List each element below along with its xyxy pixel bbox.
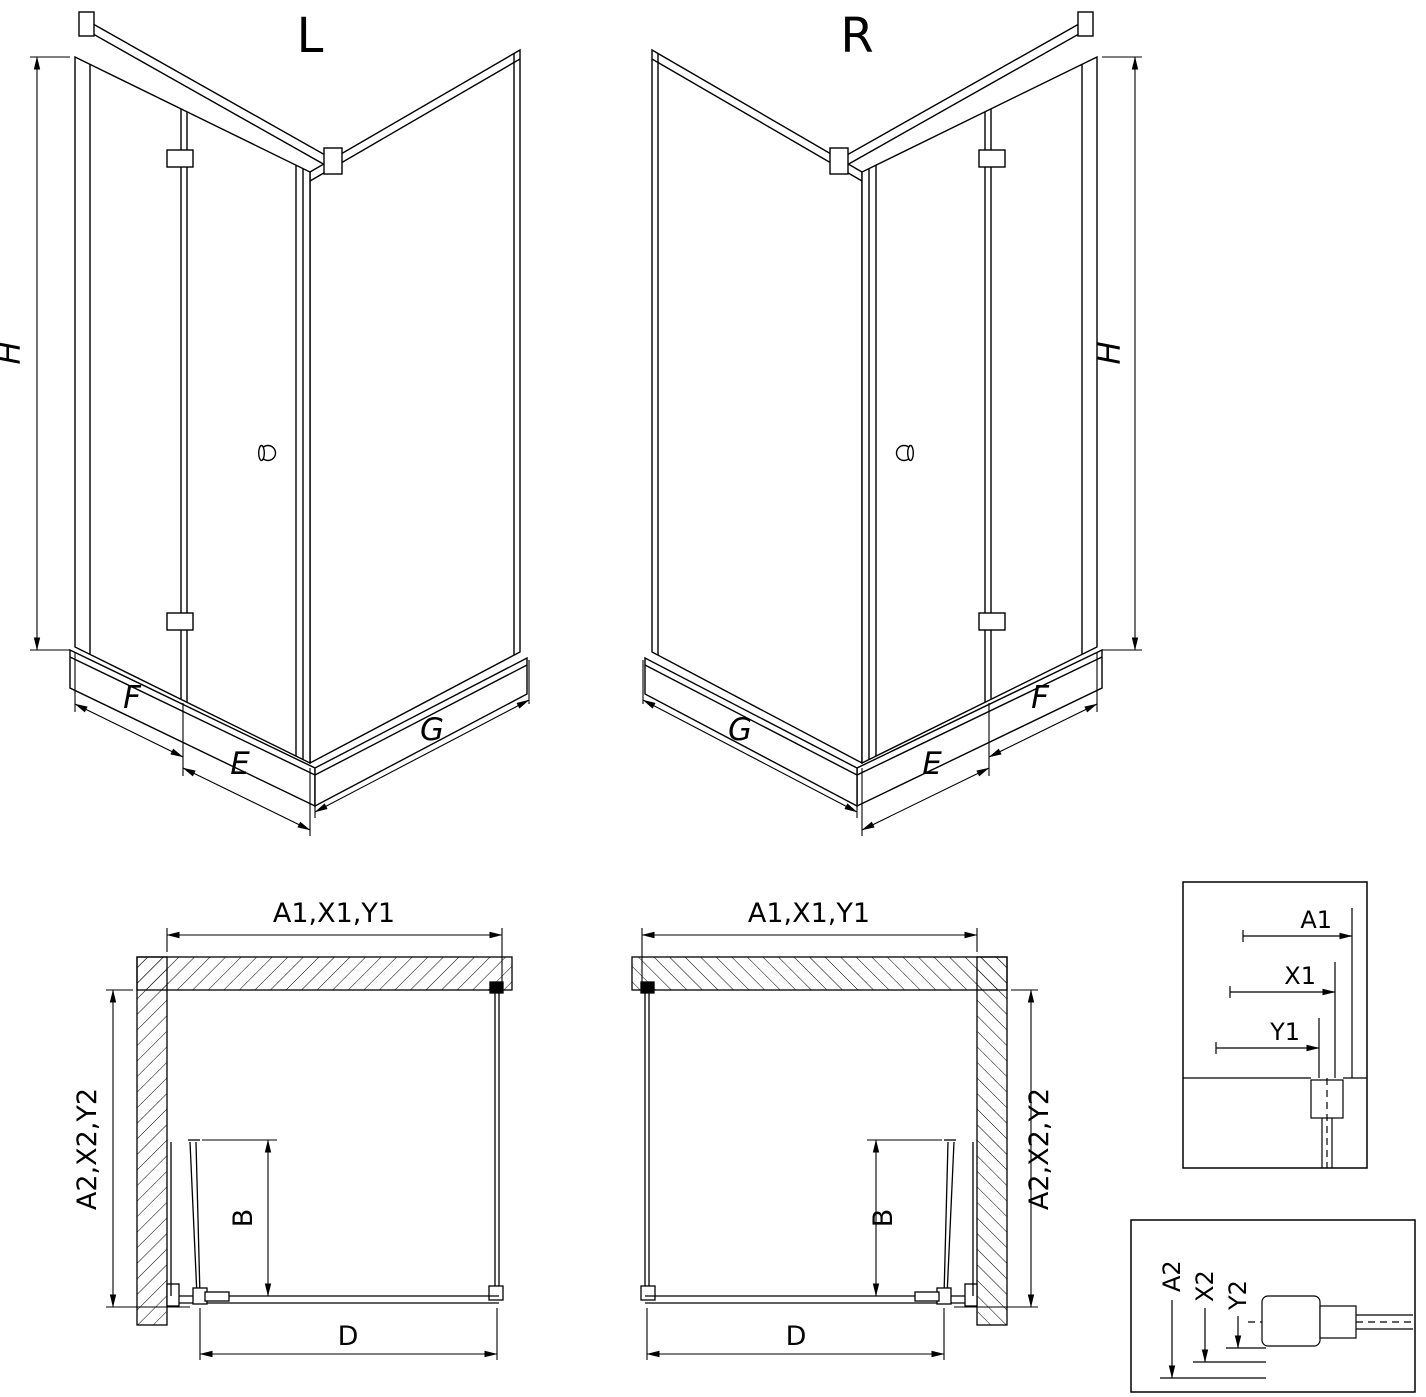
left-height-label: H [0,341,28,364]
right-unit-plan-view: A1,X1,Y1 A2,X2,Y2 B D [632,898,1055,1360]
right-plan-clear-width-label: D [786,1321,807,1352]
detail-a2-label: A2 [1158,1260,1186,1292]
detail-view-depth-dims: A2 X2 Y2 [1130,1219,1416,1393]
detail-view-width-dims: A1 X1 Y1 [1182,881,1368,1169]
left-plan-depth-label: A2,X2,Y2 [72,1088,103,1210]
detail-depth-profile [1248,1295,1413,1347]
detail-width-profile [1310,1078,1344,1168]
left-side-width-label: G [420,712,444,748]
left-unit-plan-view: A1,X1,Y1 A2,X2,Y2 B D [72,898,512,1360]
detail-width-frame [1182,881,1368,1169]
right-plan-width-label: A1,X1,Y1 [748,898,870,929]
left-unit-3d-view: L H F E G [0,8,529,836]
right-front-width-label: F [1031,680,1050,716]
right-unit-title: R [840,8,873,64]
detail-a1-label: A1 [1300,906,1332,934]
detail-x1-label: X1 [1284,962,1316,990]
right-height-label: H [1092,341,1128,364]
right-plan-depth-label: A2,X2,Y2 [1024,1088,1055,1210]
left-plan-width-label: A1,X1,Y1 [273,898,395,929]
left-door-width-label: E [230,746,250,782]
left-front-width-label: F [123,680,142,716]
detail-x2-label: X2 [1191,1270,1219,1302]
detail-y1-label: Y1 [1269,1018,1300,1046]
left-plan-door-projection-label: B [228,1209,259,1228]
left-plan-clear-width-label: D [338,1321,359,1352]
right-unit-3d-view: R H F E G [643,8,1142,836]
right-plan-door-projection-label: B [868,1209,899,1228]
left-unit-title: L [297,8,324,64]
right-door-width-label: E [922,746,942,782]
right-side-width-label: G [728,712,752,748]
detail-y2-label: Y2 [1224,1280,1252,1311]
